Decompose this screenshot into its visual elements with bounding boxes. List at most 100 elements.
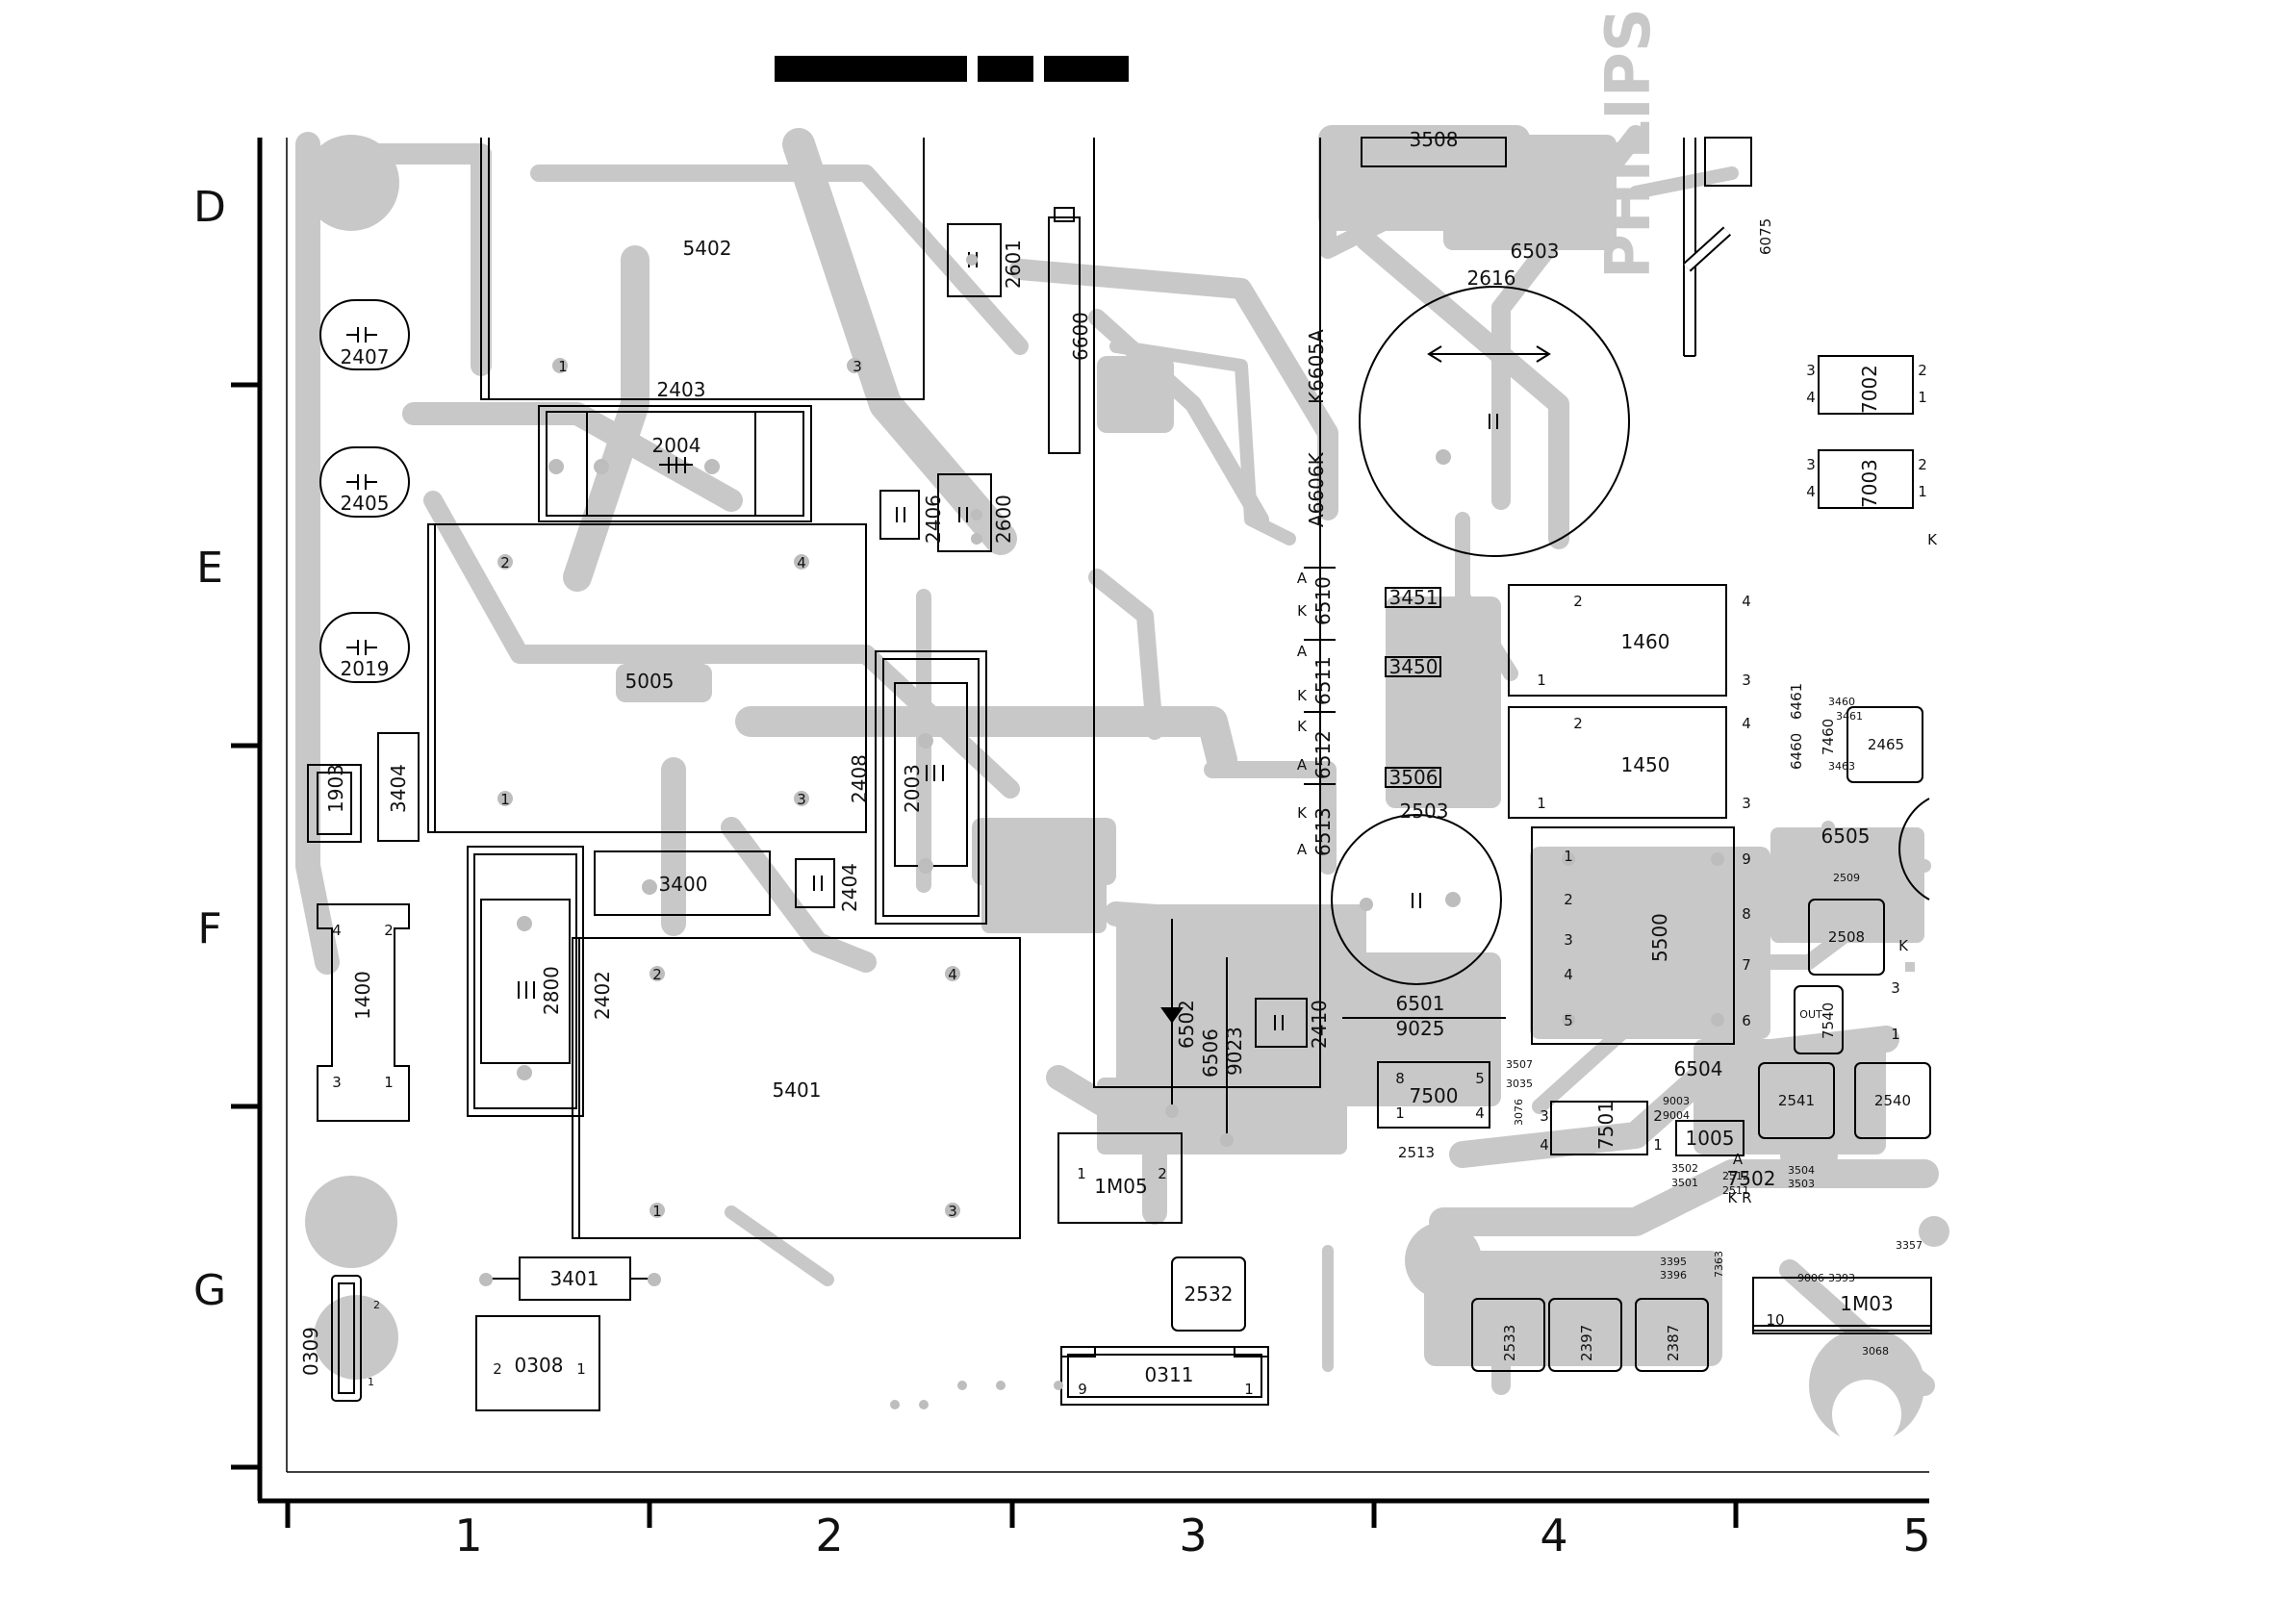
pin-5005-3: 3 bbox=[797, 791, 806, 808]
pin-5500-8: 8 bbox=[1742, 905, 1751, 923]
label-7502: 7502 bbox=[1727, 1167, 1776, 1190]
mark-col5-k: K bbox=[1898, 937, 1909, 954]
row-label-g: G bbox=[193, 1266, 226, 1315]
pin-7500-8: 8 bbox=[1395, 1070, 1405, 1087]
col-label-3: 3 bbox=[1179, 1510, 1207, 1561]
label-2019: 2019 bbox=[341, 657, 390, 680]
label-3401: 3401 bbox=[550, 1267, 599, 1290]
pin-7501-4: 4 bbox=[1540, 1136, 1549, 1154]
label-9004: 9004 bbox=[1663, 1109, 1690, 1122]
pin-1M05-2: 2 bbox=[1158, 1165, 1167, 1182]
pin-7003-3: 3 bbox=[1806, 456, 1816, 473]
label-5500: 5500 bbox=[1648, 913, 1671, 962]
label-0311: 0311 bbox=[1145, 1363, 1194, 1386]
mark-7502-kr: K R bbox=[1727, 1189, 1751, 1206]
label-3396: 3396 bbox=[1660, 1269, 1687, 1281]
label-3076: 3076 bbox=[1513, 1099, 1525, 1126]
pin-0309-1: 1 bbox=[368, 1376, 374, 1388]
label-3451: 3451 bbox=[1389, 586, 1439, 609]
label-2503: 2503 bbox=[1400, 799, 1449, 823]
mark-6510-a: A bbox=[1297, 570, 1308, 587]
label-2387: 2387 bbox=[1665, 1325, 1682, 1361]
label-1460: 1460 bbox=[1621, 630, 1670, 653]
label-2004: 2004 bbox=[652, 434, 701, 457]
pin-labels: 1 3 2 4 1 3 4 2 3 1 2 4 1 3 2 1 2 1 1 2 … bbox=[332, 358, 1927, 1398]
pin-1450-1: 1 bbox=[1537, 795, 1546, 812]
mark-6511-k: K bbox=[1297, 687, 1308, 704]
label-3501: 3501 bbox=[1671, 1177, 1698, 1189]
label-3404: 3404 bbox=[387, 764, 410, 813]
label-7002: 7002 bbox=[1858, 365, 1881, 414]
label-6075: 6075 bbox=[1757, 218, 1774, 255]
label-2513: 2513 bbox=[1398, 1144, 1435, 1161]
label-2511: 2511 bbox=[1722, 1184, 1749, 1197]
pin-1460-2: 2 bbox=[1573, 593, 1583, 610]
label-5005: 5005 bbox=[625, 670, 675, 693]
capacitor-symbols bbox=[346, 252, 1498, 1030]
label-3450: 3450 bbox=[1389, 655, 1439, 678]
label-2508: 2508 bbox=[1828, 928, 1865, 946]
mark-6512-a: A bbox=[1297, 756, 1308, 774]
mark-col5-k2: K bbox=[1927, 531, 1938, 548]
pin-0308-1: 1 bbox=[576, 1360, 586, 1378]
pin-1400-1: 1 bbox=[384, 1074, 394, 1091]
label-3506: 3506 bbox=[1389, 766, 1439, 789]
label-3503: 3503 bbox=[1788, 1178, 1815, 1190]
label-3508: 3508 bbox=[1410, 128, 1459, 151]
pin-5401-3: 3 bbox=[948, 1203, 957, 1220]
pin-0311-1: 1 bbox=[1244, 1381, 1254, 1398]
label-3507: 3507 bbox=[1506, 1058, 1533, 1071]
pin-7002-1: 1 bbox=[1918, 389, 1927, 406]
label-3068: 3068 bbox=[1862, 1345, 1889, 1358]
label-6506: 6506 bbox=[1199, 1028, 1222, 1078]
component-labels: 5402 2407 2403 2004 2405 5005 2019 1903 … bbox=[299, 128, 1923, 1386]
label-0309: 0309 bbox=[299, 1327, 322, 1376]
pin-5500-5: 5 bbox=[1564, 1012, 1573, 1029]
pin-7003-4: 4 bbox=[1806, 483, 1816, 500]
philips-logo: PHILIPS bbox=[1593, 8, 1665, 279]
pin-1460-4: 4 bbox=[1742, 593, 1751, 610]
label-2512: 2512 bbox=[1722, 1170, 1749, 1182]
label-6512: 6512 bbox=[1312, 730, 1335, 779]
pin-7500-4: 4 bbox=[1475, 1104, 1485, 1122]
pin-7002-2: 2 bbox=[1918, 362, 1927, 379]
pin-7002-4: 4 bbox=[1806, 389, 1816, 406]
label-2405: 2405 bbox=[341, 492, 390, 515]
label-6600: 6600 bbox=[1069, 312, 1092, 361]
pin-5005-1: 1 bbox=[500, 791, 510, 808]
pin-1400-2: 2 bbox=[384, 922, 394, 939]
pin-5500-3: 3 bbox=[1564, 931, 1573, 949]
label-3393: 3393 bbox=[1828, 1272, 1855, 1284]
pad-dots bbox=[479, 254, 1724, 1409]
label-9003: 9003 bbox=[1663, 1095, 1690, 1107]
label-2404: 2404 bbox=[838, 863, 861, 912]
label-1005: 1005 bbox=[1686, 1127, 1735, 1150]
label-3504: 3504 bbox=[1788, 1164, 1815, 1177]
label-2540: 2540 bbox=[1874, 1092, 1911, 1109]
pin-1450-3: 3 bbox=[1742, 795, 1751, 812]
pin-5500-2: 2 bbox=[1564, 891, 1573, 908]
col-label-5: 5 bbox=[1902, 1510, 1930, 1561]
label-3461: 3461 bbox=[1836, 710, 1863, 723]
label-3357: 3357 bbox=[1896, 1239, 1923, 1252]
label-3502: 3502 bbox=[1671, 1162, 1698, 1175]
label-6501: 6501 bbox=[1396, 992, 1445, 1015]
label-2407: 2407 bbox=[341, 345, 390, 368]
pin-1460-1: 1 bbox=[1537, 672, 1546, 689]
pin-1400-4: 4 bbox=[332, 922, 342, 939]
grid-frame bbox=[231, 138, 1929, 1528]
label-3463: 3463 bbox=[1828, 760, 1855, 773]
row-label-d: D bbox=[193, 183, 226, 232]
mark-7540-out: OUT bbox=[1799, 1008, 1822, 1021]
pin-5401-4: 4 bbox=[948, 966, 957, 983]
label-2003: 2003 bbox=[901, 764, 924, 813]
mark-6513-a: A bbox=[1297, 841, 1308, 858]
pin-7003-1: 1 bbox=[1918, 483, 1927, 500]
label-1M03: 1M03 bbox=[1840, 1292, 1893, 1315]
label-1400: 1400 bbox=[351, 971, 374, 1020]
pin-5005-2: 2 bbox=[500, 554, 510, 571]
pin-1M05-1: 1 bbox=[1077, 1165, 1086, 1182]
label-7500: 7500 bbox=[1410, 1084, 1459, 1107]
